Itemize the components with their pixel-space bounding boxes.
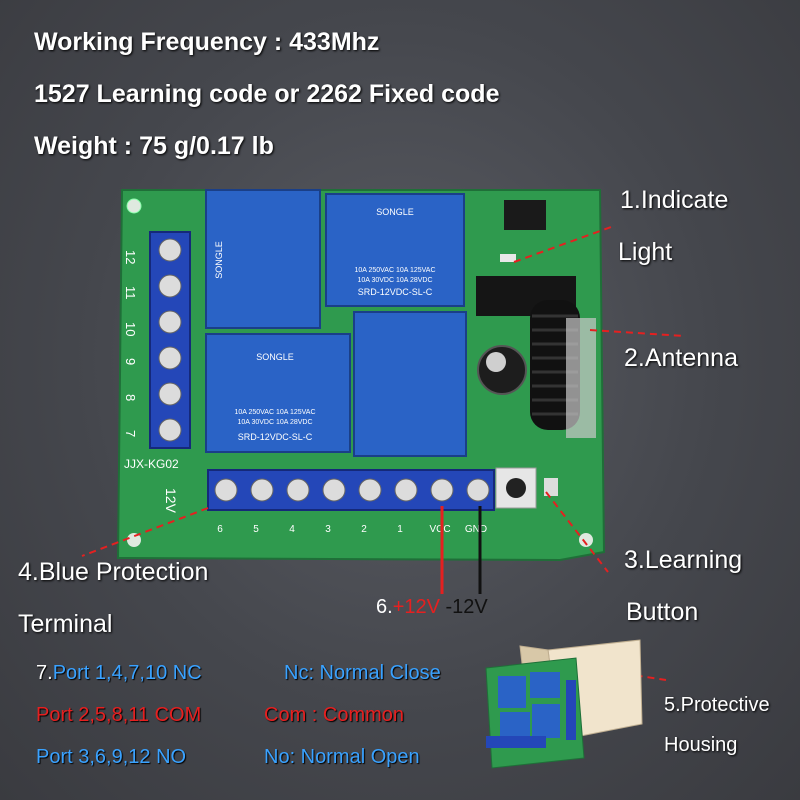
side-number: 7 xyxy=(123,430,138,437)
port-com-ports: Port 2,5,8,11 COM xyxy=(36,704,202,726)
power-label: 6.+12V -12V xyxy=(376,596,488,619)
antenna-label: 2.Antenna xyxy=(624,344,738,372)
port-nc-row: 7.Port 1,4,7,10 NC xyxy=(36,662,202,685)
indicator-led xyxy=(500,254,516,262)
side-number: 11 xyxy=(123,286,138,300)
bottom-terminal-labels: 6 5 4 3 2 1 VCC GND xyxy=(217,524,487,535)
port-com-desc: Com : Common xyxy=(264,704,405,726)
relay-model: SRD-12VDC-SL-C xyxy=(238,432,313,442)
ports-prefix: 7. xyxy=(36,662,53,684)
indicate-light-label-line2: Light xyxy=(618,238,673,266)
bottom-label: GND xyxy=(465,524,487,535)
relay-bottom-left: SONGLE 10A 250VAC 10A 125VAC 10A 30VDC 1… xyxy=(205,333,351,453)
side-number: 8 xyxy=(123,394,138,401)
relay-rating: 10A 250VAC 10A 125VAC xyxy=(234,409,315,416)
port-no-desc: No: Normal Open xyxy=(264,746,420,768)
bottom-label: 1 xyxy=(397,524,403,535)
protective-housing-label: 5.Protective xyxy=(664,694,770,716)
bottom-terminal-block xyxy=(207,469,495,511)
protective-housing-label-line2: Housing xyxy=(664,734,738,756)
power-prefix: 6. xyxy=(376,596,393,618)
relay-rating: 10A 250VAC 10A 125VAC xyxy=(354,267,435,274)
blue-terminal-label: 4.Blue Protection xyxy=(18,558,209,586)
learning-button-label: 3.Learning xyxy=(624,546,743,574)
port-nc-ports: Port 1,4,7,10 NC xyxy=(52,662,202,684)
bottom-label: 2 xyxy=(361,524,367,535)
indicate-light-label: 1.Indicate xyxy=(620,186,729,214)
side-number: 10 xyxy=(123,322,138,336)
relay-brand: SONGLE xyxy=(256,352,294,362)
weight-spec: Weight : 75 g/0.17 lb xyxy=(34,132,274,160)
bottom-label: 6 xyxy=(217,524,223,535)
board-model: JJX-KG02 xyxy=(124,457,179,471)
port-nc-desc: Nc: Normal Close xyxy=(284,662,441,684)
antenna-coil xyxy=(530,300,596,438)
bottom-label: 5 xyxy=(253,524,259,535)
relay-rating: 10A 30VDC 10A 28VDC xyxy=(237,419,312,426)
ic-chip xyxy=(476,200,576,316)
capacitor xyxy=(477,345,527,395)
board-12v-mark: 12V xyxy=(163,488,179,514)
bottom-label: 4 xyxy=(289,524,295,535)
relay-top-right: SONGLE 10A 250VAC 10A 125VAC 10A 30VDC 1… xyxy=(325,193,465,307)
relay-rating: 10A 30VDC 10A 28VDC xyxy=(357,277,432,284)
relay-brand: SONGLE xyxy=(376,207,414,217)
left-terminal-block xyxy=(149,231,191,449)
blue-terminal-label-line2: Terminal xyxy=(18,610,113,638)
frequency-spec: Working Frequency : 433Mhz xyxy=(34,28,380,56)
relay-top-left: SONGLE xyxy=(205,189,321,329)
bottom-label: VCC xyxy=(429,524,450,535)
bottom-label: 3 xyxy=(325,524,331,535)
relay-model: SRD-12VDC-SL-C xyxy=(358,287,433,297)
code-spec: 1527 Learning code or 2262 Fixed code xyxy=(34,80,500,108)
protective-housing-image xyxy=(485,639,643,769)
power-plus: +12V xyxy=(392,596,440,618)
learning-button xyxy=(495,467,558,509)
side-number: 9 xyxy=(123,358,138,365)
left-terminal-numbers: 12 11 10 9 8 7 xyxy=(123,250,138,437)
side-number: 12 xyxy=(123,250,138,264)
power-minus: -12V xyxy=(439,596,488,618)
callout-lines xyxy=(81,225,685,681)
learning-button-label-line2: Button xyxy=(626,598,699,626)
relay-brand: SONGLE xyxy=(214,241,224,279)
relay-bottom-right xyxy=(353,311,467,457)
port-no-ports: Port 3,6,9,12 NO xyxy=(36,746,187,768)
